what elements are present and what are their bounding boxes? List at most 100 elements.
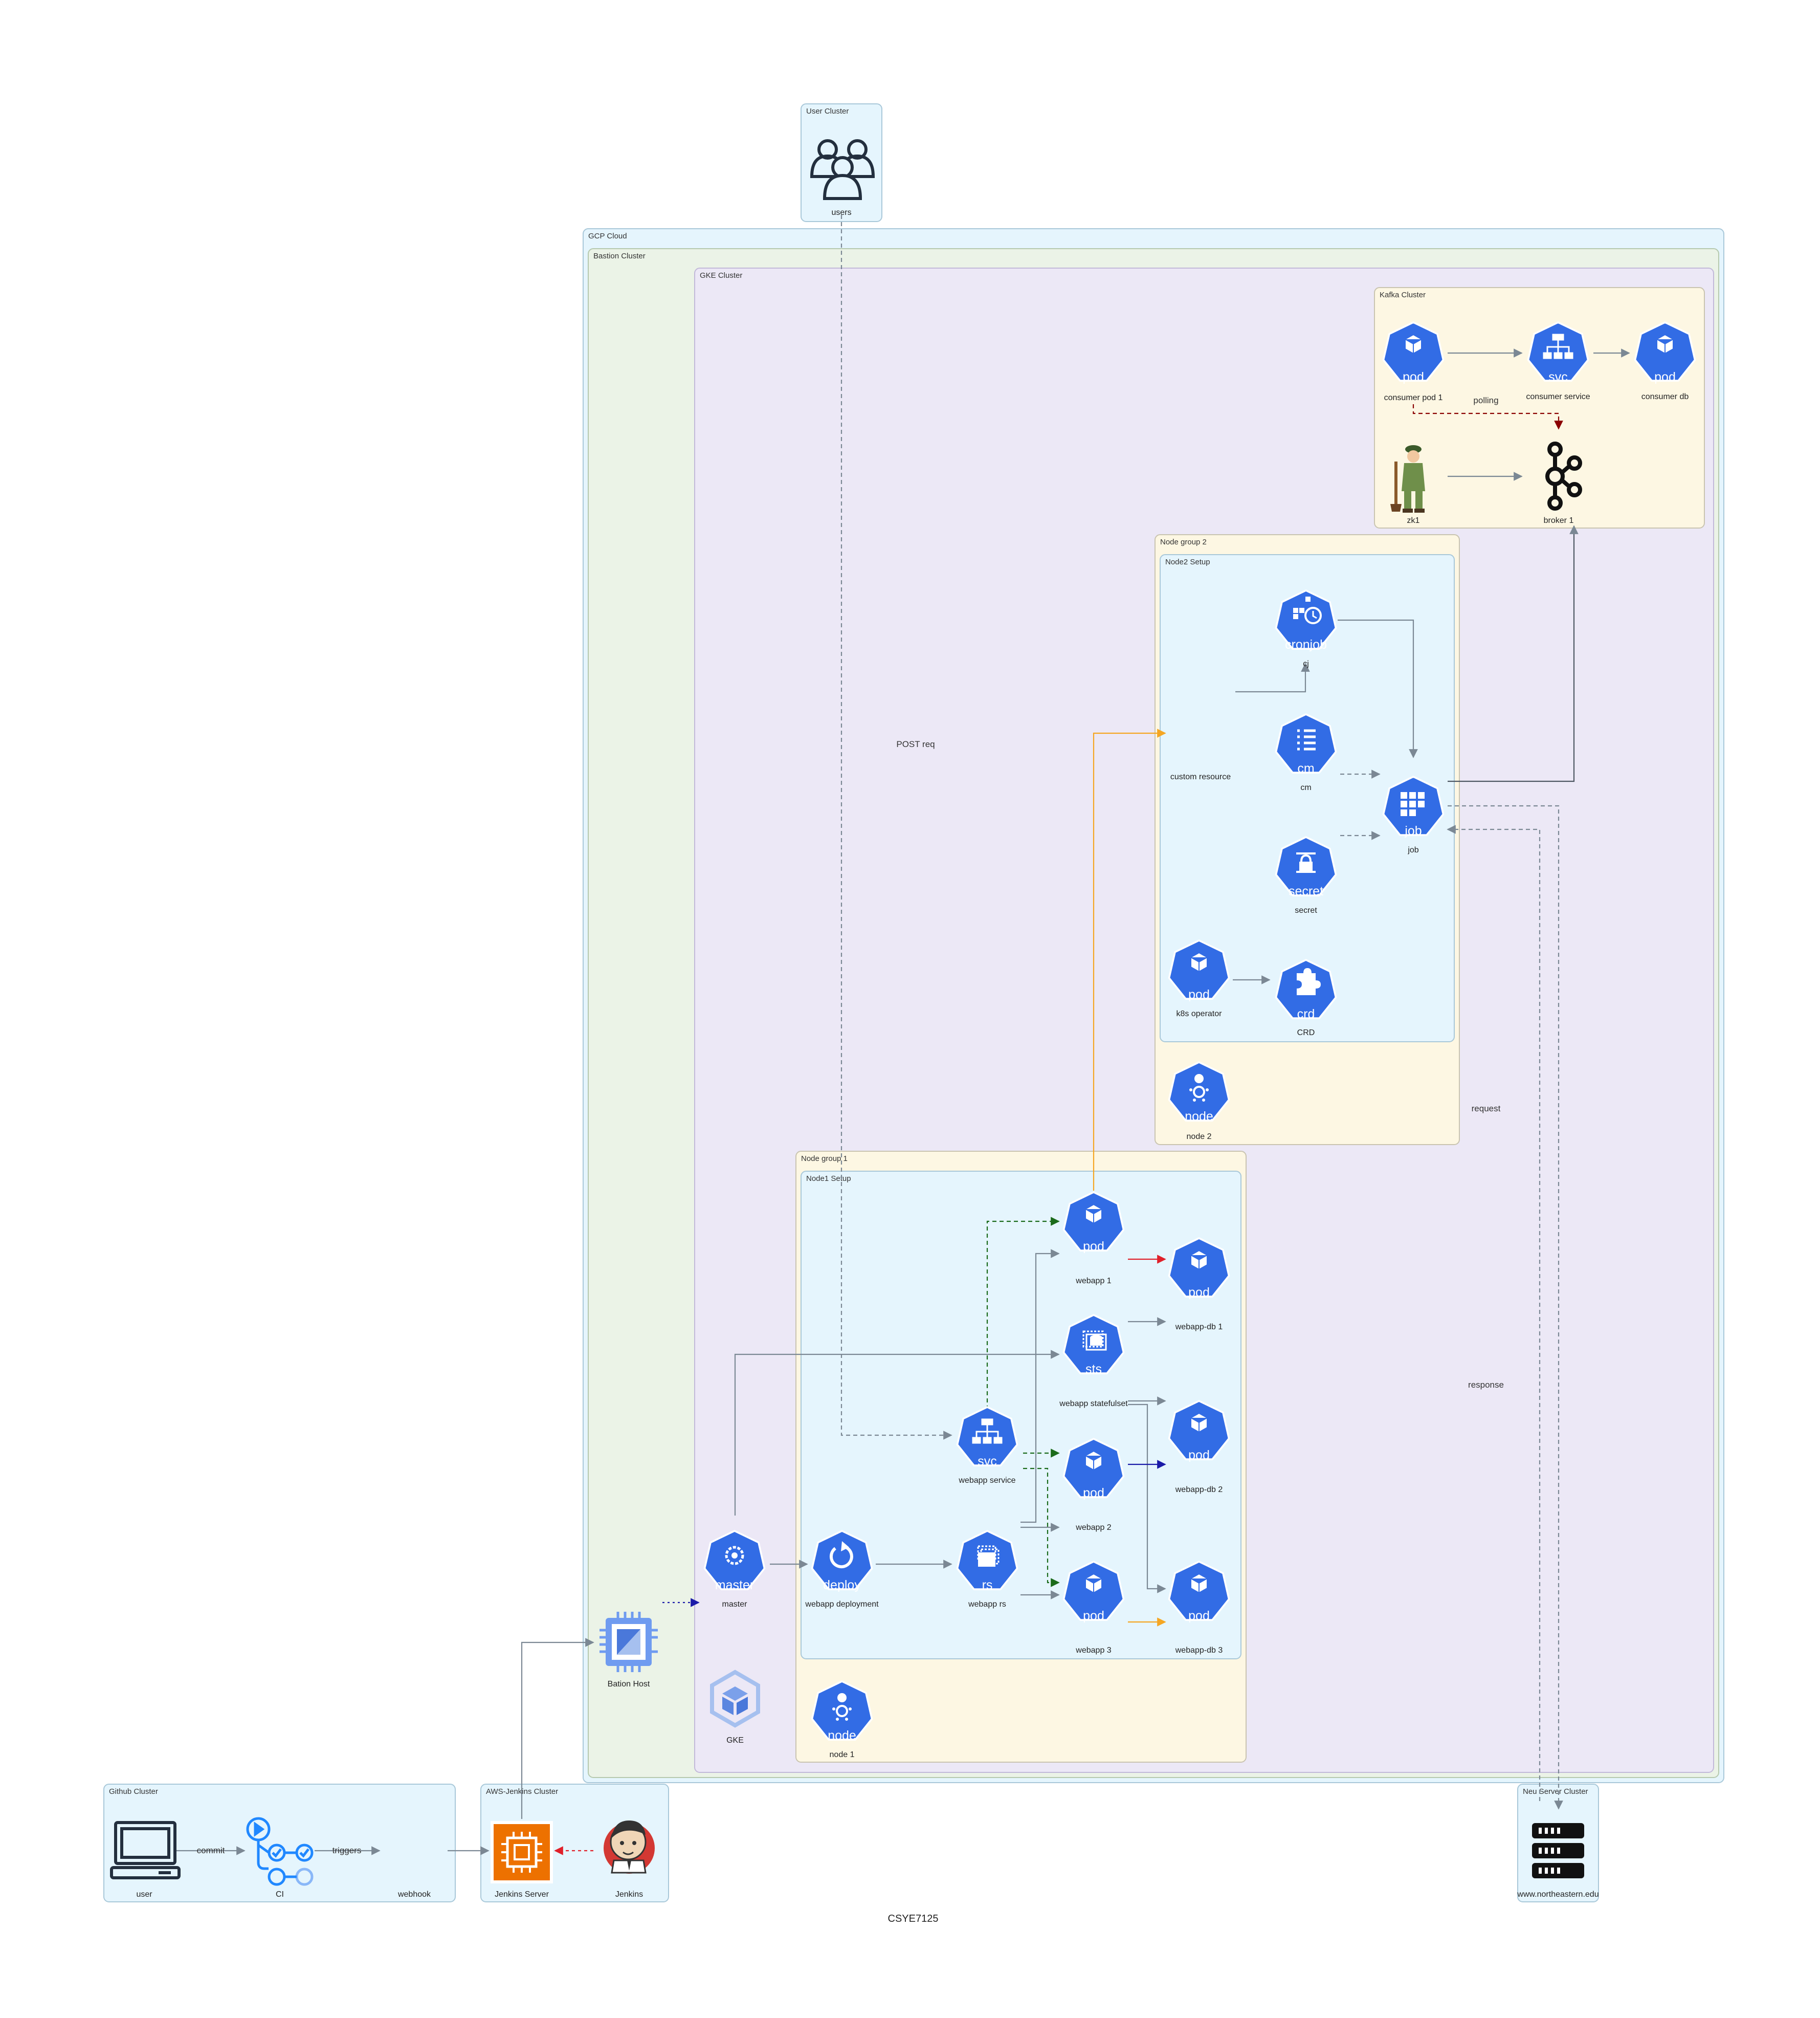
webapp-statefulset-node: sts webapp statefulset <box>1059 1314 1128 1408</box>
edge-label-polling: polling <box>1473 396 1498 405</box>
secret-label: secret <box>1295 906 1317 915</box>
webapp-db-3-node: pod webapp-db 3 <box>1168 1561 1230 1655</box>
edges <box>176 215 1630 1855</box>
broker-1-label: broker 1 <box>1544 516 1574 525</box>
pod-icon <box>1168 939 1230 1000</box>
users-node: users <box>810 139 875 217</box>
webapp-statefulset-label: webapp statefulset <box>1059 1399 1128 1408</box>
node-1-node: node node 1 <box>811 1680 873 1759</box>
webapp-2-label: webapp 2 <box>1075 1523 1111 1532</box>
cluster-label-bastion: Bastion Cluster <box>593 252 646 260</box>
master-node: master master <box>703 1530 766 1609</box>
node-1-badge: node <box>828 1728 856 1743</box>
crd-icon <box>1275 959 1337 1019</box>
cj-node: cronjob cj <box>1275 589 1337 668</box>
consumer-pod-label: consumer pod 1 <box>1384 393 1443 402</box>
secret-badge: secret <box>1289 884 1323 898</box>
crd-node: crd CRD <box>1275 959 1337 1037</box>
bastion-host-node: Bation Host <box>600 1612 658 1688</box>
zk1-label: zk1 <box>1407 516 1420 525</box>
webapp-2-badge: pod <box>1083 1486 1104 1500</box>
k8s-operator-badge: pod <box>1188 988 1210 1002</box>
cluster-label-node1setup: Node1 Setup <box>806 1174 851 1183</box>
edge-webapp1-custom-resource <box>1093 729 1166 1191</box>
neu-server-node: www.northeastern.edu <box>1517 1823 1599 1899</box>
webapp-rs-badge: rs <box>982 1578 993 1592</box>
neu-server-label: www.northeastern.edu <box>1517 1890 1599 1899</box>
cm-node: cm cm <box>1275 713 1337 792</box>
user-laptop-label: user <box>136 1890 152 1899</box>
webapp-deployment-node: deploy webapp deployment <box>805 1530 879 1609</box>
pod-icon <box>1062 1191 1125 1252</box>
edge-job-broker <box>1448 525 1579 782</box>
consumer-pod-badge: pod <box>1403 370 1424 384</box>
broker-1-node: broker 1 <box>1544 442 1582 525</box>
webapp-rs-node: rs webapp rs <box>956 1530 1018 1609</box>
ec2-icon <box>491 1821 553 1883</box>
webapp-2-node: pod webapp 2 <box>1062 1438 1125 1532</box>
gke-label: GKE <box>726 1736 744 1745</box>
compute-engine-icon <box>600 1612 658 1672</box>
edge-consumer-polling <box>1412 404 1563 430</box>
cluster-label-github: Github Cluster <box>109 1787 158 1796</box>
webapp-deployment-badge: deploy <box>823 1578 861 1592</box>
cluster-label-user: User Cluster <box>806 107 849 116</box>
cluster-label-neu: Neu Server Cluster <box>1523 1787 1588 1796</box>
consumer-service-label: consumer service <box>1526 392 1590 401</box>
secret-node: secret secret <box>1275 836 1337 915</box>
webapp-3-label: webapp 3 <box>1075 1646 1111 1655</box>
edge-neu-job-response <box>1447 825 1541 1801</box>
edge-label-request: request <box>1472 1104 1501 1113</box>
crd-badge: crd <box>1297 1007 1315 1021</box>
webapp-db-3-badge: pod <box>1188 1609 1210 1623</box>
ci-node: CI <box>246 1817 314 1899</box>
bastion-host-label: Bation Host <box>608 1680 650 1688</box>
jenkins-label: Jenkins <box>615 1890 643 1899</box>
svc-icon <box>1527 321 1589 382</box>
cm-label: cm <box>1300 783 1311 792</box>
gke-icon <box>710 1670 760 1728</box>
master-label: master <box>722 1600 748 1609</box>
node-icon <box>1168 1061 1230 1122</box>
node2-setup-cluster: Node2 Setup <box>1160 554 1455 1042</box>
zookeeper-icon <box>1390 445 1425 513</box>
jenkins-server-label: Jenkins Server <box>495 1890 549 1899</box>
webhook-node: webhook <box>397 1890 431 1899</box>
job-label: job <box>1407 846 1418 854</box>
webhook-label: webhook <box>397 1890 431 1899</box>
webapp-db-1-badge: pod <box>1188 1285 1210 1300</box>
pod-icon <box>1168 1400 1230 1460</box>
crd-label: CRD <box>1297 1028 1315 1037</box>
webapp-service-badge: svc <box>978 1454 997 1468</box>
users-label: users <box>831 208 851 217</box>
configmap-icon <box>1275 713 1337 774</box>
kafka-icon <box>1545 442 1582 511</box>
statefulset-icon <box>1062 1314 1125 1374</box>
edge-label-post-req: POST req <box>896 739 935 749</box>
cj-badge: cronjob <box>1285 638 1327 652</box>
job-icon <box>1382 776 1445 836</box>
consumer-service-badge: svc <box>1548 370 1568 384</box>
webapp-service-label: webapp service <box>958 1476 1015 1485</box>
webapp-service-node: svc webapp service <box>956 1406 1018 1485</box>
cluster-label-kafka: Kafka Cluster <box>1380 291 1426 299</box>
cluster-label-nodegroup2: Node group 2 <box>1160 538 1207 546</box>
consumer-db-node: pod consumer db <box>1634 321 1696 401</box>
edge-rs-webapp1 <box>1020 1249 1060 1523</box>
svc-icon <box>956 1406 1018 1466</box>
webapp-db-3-label: webapp-db 3 <box>1175 1646 1223 1655</box>
webapp-1-label: webapp 1 <box>1075 1277 1111 1285</box>
webapp-db-1-label: webapp-db 1 <box>1175 1323 1223 1331</box>
node-icon <box>811 1680 873 1741</box>
pod-icon <box>1168 1561 1230 1621</box>
consumer-pod-1-node: pod consumer pod 1 <box>1382 321 1445 402</box>
laptop-icon <box>110 1821 181 1879</box>
secret-icon <box>1275 836 1337 896</box>
master-badge: master <box>715 1578 754 1592</box>
webapp-db-2-label: webapp-db 2 <box>1175 1485 1223 1494</box>
webapp-db-2-badge: pod <box>1188 1448 1210 1462</box>
user-laptop-node: user <box>110 1821 181 1899</box>
consumer-db-label: consumer db <box>1641 392 1689 401</box>
edge-sts-db3 <box>1128 1403 1166 1593</box>
